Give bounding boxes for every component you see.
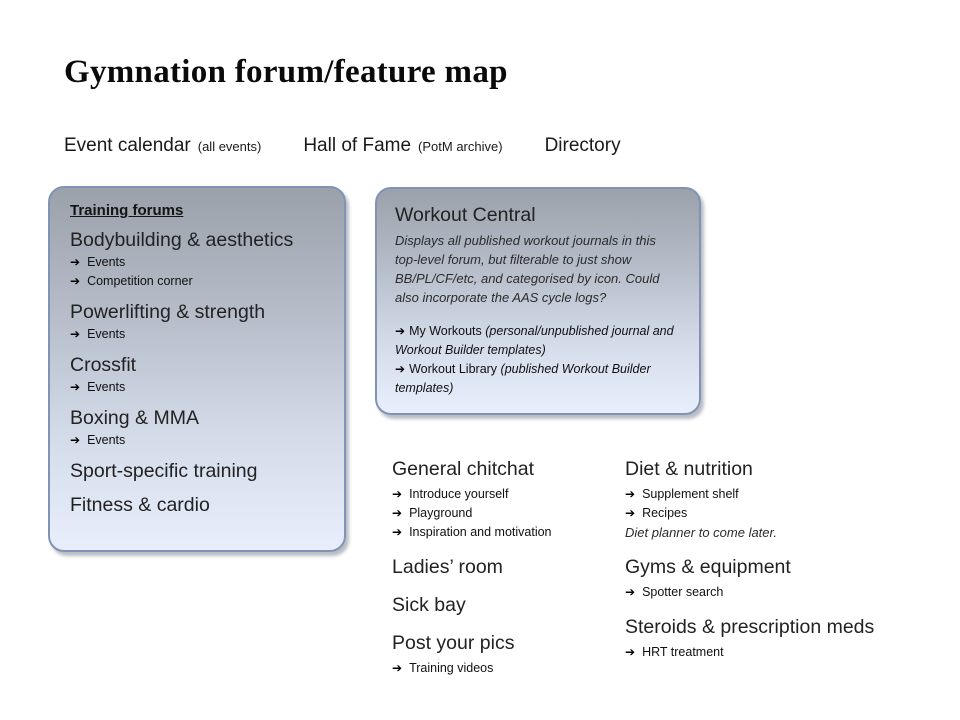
workout-central-description: Displays all published workout journals … <box>395 233 660 305</box>
forum-subitem: ➔ Events <box>70 253 324 272</box>
subitem-label: Introduce yourself <box>409 487 509 501</box>
forum-name: Gyms & equipment <box>625 556 791 578</box>
forum-group: Powerlifting & strength ➔ Events <box>70 299 324 344</box>
subitem-label: Inspiration and motivation <box>409 525 552 539</box>
workout-central-links: ➔My Workouts (personal/unpublished journ… <box>395 322 681 398</box>
arrow-icon: ➔ <box>70 433 81 447</box>
nav-item-label: Directory <box>544 135 621 156</box>
forum-subitem: ➔ Recipes <box>625 504 925 523</box>
nav-item-sublabel: (all events) <box>197 139 262 154</box>
workout-link-label: Workout Library <box>409 362 498 376</box>
training-forums-panel: Training forums Bodybuilding & aesthetic… <box>48 186 346 552</box>
workout-link-note: (published Workout Builder templates) <box>395 362 651 395</box>
forum-group: Sick bay <box>392 592 624 618</box>
arrow-icon: ➔ <box>395 324 406 338</box>
arrow-icon: ➔ <box>625 645 636 659</box>
forum-name: Post your pics <box>392 632 515 654</box>
workout-link: ➔Workout Library (published Workout Buil… <box>395 360 681 398</box>
subitem-label: Events <box>87 255 126 269</box>
forum-name: Ladies’ room <box>392 556 503 578</box>
page-title: Gymnation forum/feature map <box>64 54 508 90</box>
forum-group: General chitchat ➔ Introduce yourself ➔ Play… <box>392 456 624 542</box>
forum-name: Crossfit <box>70 354 137 376</box>
forum-group: Boxing & MMA ➔ Events <box>70 405 324 450</box>
forum-name: Diet & nutrition <box>625 458 753 480</box>
arrow-icon: ➔ <box>70 327 81 341</box>
subitem-label: Events <box>87 433 126 447</box>
forum-subitem: ➔ Training videos <box>392 659 624 678</box>
subitem-label: Supplement shelf <box>642 487 739 501</box>
nav-item: Hall of Fame (PotM archive) <box>303 135 502 157</box>
top-feature-row: Event calendar (all events) Hall of Fame (P… <box>64 135 663 157</box>
subitem-label: Spotter search <box>642 585 724 599</box>
arrow-icon: ➔ <box>625 487 636 501</box>
forum-group: Diet & nutrition ➔ Supplement shelf ➔ Recipe… <box>625 456 925 542</box>
forum-name: Steroids & prescription meds <box>625 616 875 638</box>
arrow-icon: ➔ <box>625 585 636 599</box>
arrow-icon: ➔ <box>70 274 81 288</box>
workout-link-note: (personal/unpublished journal and Workou… <box>395 324 674 357</box>
arrow-icon: ➔ <box>395 362 406 376</box>
forum-subitem: ➔ Events <box>70 378 324 397</box>
training-forums-heading: Training forums <box>70 202 184 219</box>
forum-group: Gyms & equipment ➔ Spotter search <box>625 554 925 602</box>
forum-name: General chitchat <box>392 458 534 480</box>
subitem-label: Training videos <box>409 661 494 675</box>
subitem-label: Playground <box>409 506 473 520</box>
arrow-icon: ➔ <box>70 380 81 394</box>
subitem-label: Events <box>87 327 126 341</box>
forum-subitem: ➔ Events <box>70 431 324 450</box>
subitem-label: Recipes <box>642 506 688 520</box>
subitem-label: Events <box>87 380 126 394</box>
forum-group: Bodybuilding & aesthetics ➔ Events ➔ Competi… <box>70 227 324 291</box>
forum-subitem: ➔ Competition corner <box>70 272 324 291</box>
nav-item-label: Event calendar <box>64 135 191 156</box>
forum-group: Steroids & prescription meds ➔ HRT treatme… <box>625 614 925 662</box>
nav-item: Event calendar (all events) <box>64 135 261 157</box>
bottom-column-right: Diet & nutrition ➔ Supplement shelf ➔ Recipe… <box>625 456 925 674</box>
forum-name: Bodybuilding & aesthetics <box>70 229 294 251</box>
arrow-icon: ➔ <box>392 661 403 675</box>
forum-name: Powerlifting & strength <box>70 301 266 323</box>
subitem-label: Competition corner <box>87 274 193 288</box>
forum-name: Sick bay <box>392 594 466 616</box>
arrow-icon: ➔ <box>392 506 403 520</box>
nav-item-sublabel: (PotM archive) <box>418 139 503 154</box>
subitem-label: HRT treatment <box>642 645 724 659</box>
workout-central-panel: Workout Central Displays all published w… <box>375 187 701 415</box>
forum-subitem: ➔ Inspiration and motivation <box>392 523 624 542</box>
forum-subitem: ➔ Spotter search <box>625 583 925 602</box>
forum-subitem: ➔ Events <box>70 325 324 344</box>
forum-subitem: ➔ HRT treatment <box>625 643 925 662</box>
nav-item-label: Hall of Fame <box>303 135 412 156</box>
bottom-column-left: General chitchat ➔ Introduce yourself ➔ Play… <box>392 456 624 690</box>
forum-name: Boxing & MMA <box>70 407 199 429</box>
workout-link: ➔My Workouts (personal/unpublished journ… <box>395 322 681 360</box>
workout-central-heading: Workout Central <box>395 204 536 226</box>
workout-link-label: My Workouts <box>409 324 482 338</box>
forum-subitem: ➔ Playground <box>392 504 624 523</box>
arrow-icon: ➔ <box>392 487 403 501</box>
forum-group: Ladies’ room <box>392 554 624 580</box>
forum-group: Sport-specific training <box>70 458 324 484</box>
training-forums-list: Bodybuilding & aesthetics ➔ Events ➔ Competi… <box>70 227 324 518</box>
arrow-icon: ➔ <box>625 506 636 520</box>
arrow-icon: ➔ <box>70 255 81 269</box>
forum-name: Fitness & cardio <box>70 494 210 516</box>
forum-name: Sport-specific training <box>70 460 258 482</box>
forum-group: Post your pics ➔ Training videos <box>392 630 624 678</box>
arrow-icon: ➔ <box>392 525 403 539</box>
nav-item: Directory <box>545 135 621 157</box>
group-note: Diet planner to come later. <box>625 525 777 540</box>
forum-subitem: ➔ Introduce yourself <box>392 485 624 504</box>
forum-group: Crossfit ➔ Events <box>70 352 324 397</box>
forum-subitem: ➔ Supplement shelf <box>625 485 925 504</box>
forum-group: Fitness & cardio <box>70 492 324 518</box>
